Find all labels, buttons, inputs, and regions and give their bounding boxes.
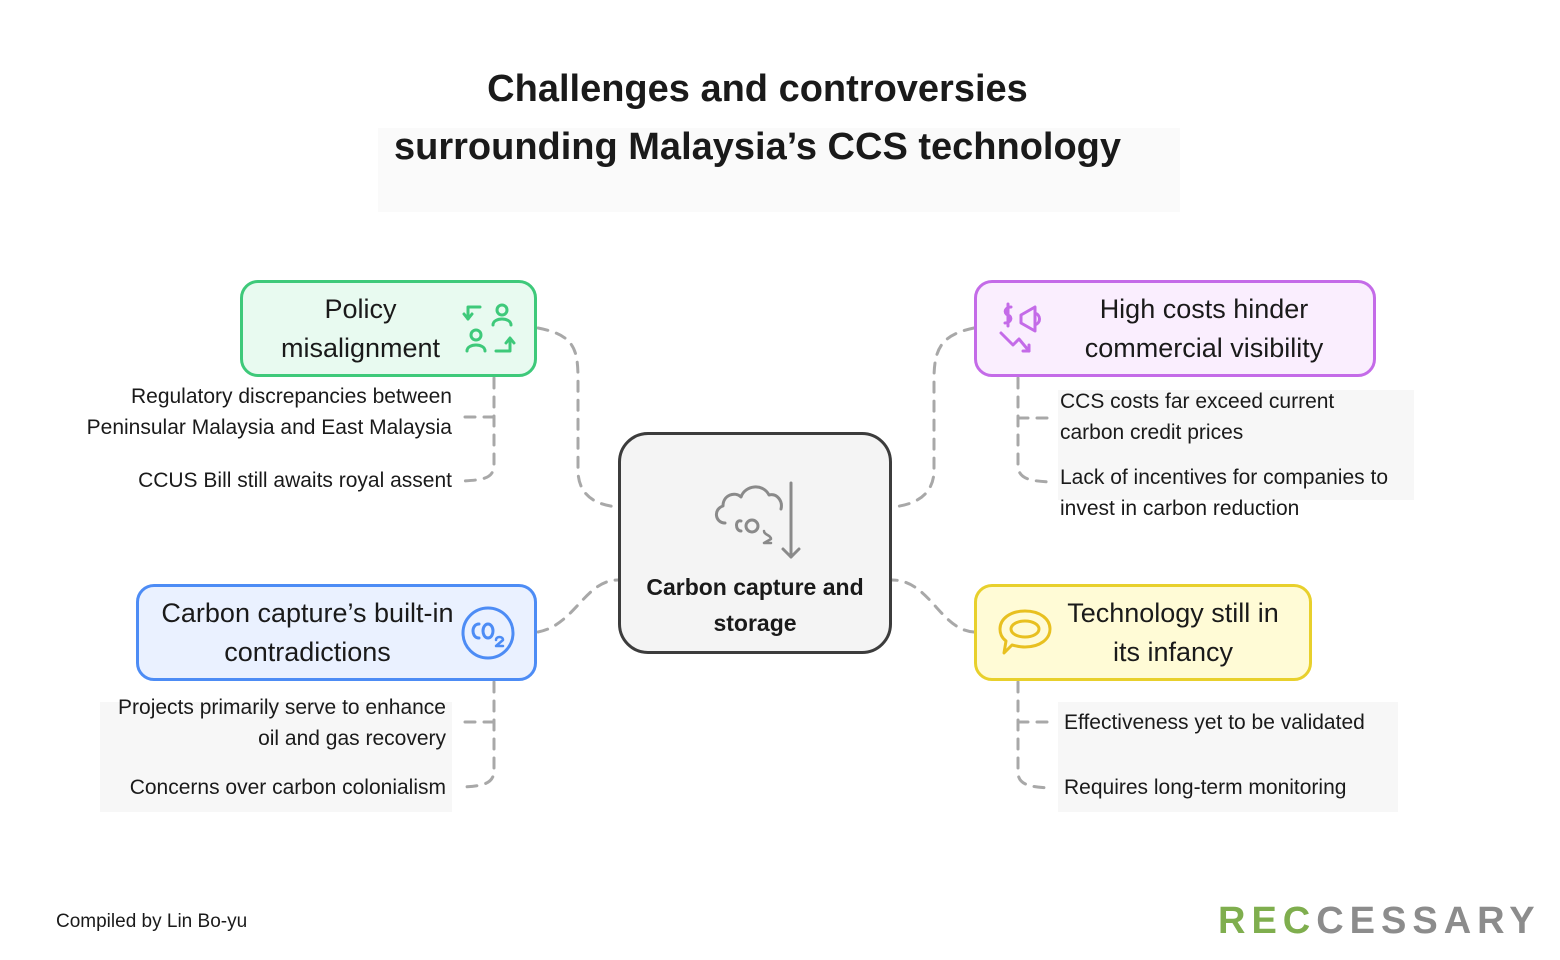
branch-technology: Technology still in its infancy xyxy=(974,584,1312,681)
co2-cloud-down-arrow-icon xyxy=(715,481,801,559)
item-backdrop xyxy=(1058,390,1414,500)
branch-contradictions-title: Carbon capture’s built-in contradictions xyxy=(161,597,454,667)
connector-technology xyxy=(890,578,976,634)
costs-item-2: Lack of incentives for companies to inve… xyxy=(1060,466,1389,520)
branch-policy-title: Policy misalignment xyxy=(280,293,441,363)
money-megaphone-down-icon xyxy=(995,299,1055,359)
connector-costs xyxy=(890,326,976,509)
branch-technology-title: Technology still in its infancy xyxy=(1067,597,1279,667)
branch-costs: High costs hinder commercial visibility xyxy=(974,280,1376,377)
policy-item-1: Regulatory discrepancies between Peninsu… xyxy=(86,385,452,439)
center-label: Carbon capture and storage xyxy=(646,574,864,636)
page-title-line2: surrounding Malaysia’s CCS technology xyxy=(393,126,1122,168)
branch-policy: Policy misalignment xyxy=(240,280,537,377)
policy-item-2: CCUS Bill still awaits royal assent xyxy=(138,469,452,492)
connector-tech-items xyxy=(1016,680,1052,790)
item-backdrop xyxy=(1058,702,1398,812)
center-node: Carbon capture and storage xyxy=(618,432,892,654)
contra-item-2: Concerns over carbon colonialism xyxy=(129,776,446,799)
speech-bubble-icon xyxy=(995,603,1055,663)
branch-contradictions: Carbon capture’s built-in contradictions xyxy=(136,584,537,681)
costs-item-1: CCS costs far exceed current carbon cred… xyxy=(1060,390,1335,444)
connector-costs-items xyxy=(1016,376,1052,484)
credit-text: Compiled by Lin Bo-yu xyxy=(56,911,248,932)
connector-contradictions xyxy=(536,578,620,634)
connector-policy-items xyxy=(460,376,496,483)
connector-policy xyxy=(536,326,620,509)
item-backdrop xyxy=(100,702,452,812)
contra-item-1: Projects primarily serve to enhance oil … xyxy=(118,696,446,750)
title-backdrop xyxy=(378,128,1180,212)
co2-circle-icon xyxy=(458,603,518,663)
tech-item-2: Requires long-term monitoring xyxy=(1064,776,1347,799)
tech-item-1: Effectiveness yet to be validated xyxy=(1064,711,1365,734)
page-title-line1: Challenges and controversies xyxy=(487,68,1028,110)
branch-costs-title: High costs hinder commercial visibility xyxy=(1084,293,1324,363)
connector-contra-items xyxy=(460,680,496,789)
people-swap-icon xyxy=(460,299,520,359)
reccessary-logo: RECCESSARY xyxy=(1218,900,1541,942)
